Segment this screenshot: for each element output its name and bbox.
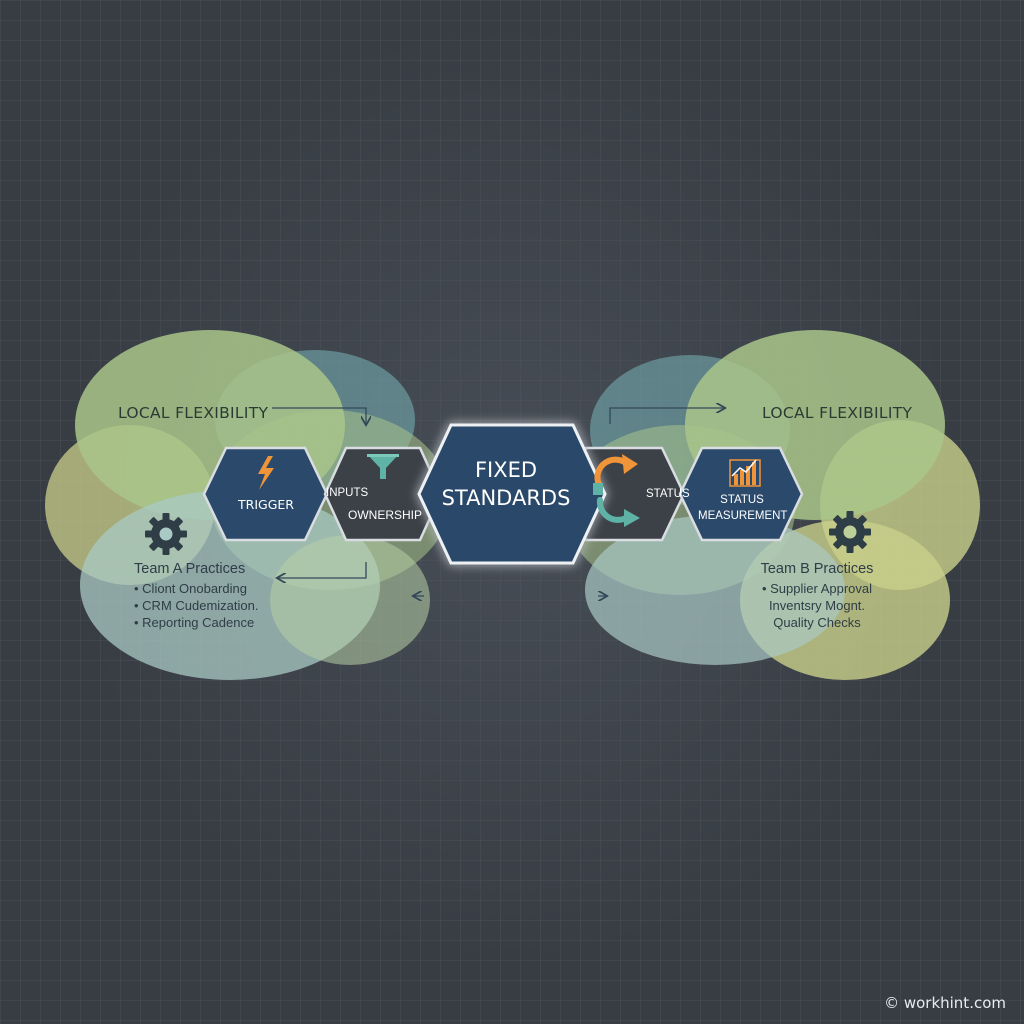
left-zone-title: LOCAL FLEXIBILITY: [118, 404, 269, 422]
funnel-icon: [367, 454, 399, 479]
center-label-line1: FIXED: [474, 458, 538, 482]
team-a-heading: Team A Practices: [134, 561, 246, 577]
gear-icon: [145, 513, 187, 555]
arrow-left-bottom: [278, 562, 367, 578]
team-a-practices: Team A Practices Cliont Onobarding CRM C…: [134, 561, 259, 631]
list-item: Reporting Cadence: [134, 614, 259, 631]
team-b-heading: Team B Practices: [760, 561, 874, 577]
list-item: CRM Cudemization.: [134, 597, 258, 614]
team-b-list: • Supplier Approval Inventsry Mognt. Qua…: [752, 580, 882, 631]
connector-arrows: [272, 408, 724, 596]
list-item: • Supplier Approval: [761, 581, 873, 596]
hex-fixed-standards: [417, 423, 607, 565]
inputs-label: INPUTS: [326, 487, 369, 499]
cycle-arrows-icon: [593, 454, 640, 527]
lightning-bolt-icon: [258, 456, 274, 490]
gear-icon: [829, 511, 871, 553]
ownership-label: OWNERSHIP: [348, 508, 423, 522]
arrow-left-top: [272, 407, 366, 424]
right-zone-title: LOCAL FLEXIBILITY: [762, 404, 913, 422]
list-item: Cliont Onobarding: [134, 580, 259, 597]
trigger-label: TRIGGER: [238, 497, 294, 512]
status-label: STATUS: [646, 488, 690, 500]
list-item: Quality Checks: [773, 615, 861, 630]
team-b-practices: Team B Practices • Supplier Approval Inv…: [752, 561, 882, 631]
bar-chart-trend-icon: [729, 459, 761, 487]
status-measurement-label-1: STATUS: [720, 494, 764, 506]
list-item: Inventsry Mognt.: [768, 598, 866, 613]
status-measurement-label-2: MEASUREMENT: [698, 510, 788, 522]
watermark-credit: © workhint.com: [884, 994, 1006, 1012]
arrow-right-top: [609, 408, 724, 424]
hex-status-measurement: [678, 446, 804, 542]
center-label-line2: STANDARDS: [441, 486, 571, 510]
right-cloud-pale-blue: [585, 515, 845, 665]
left-cloud-pale-green: [270, 535, 430, 665]
team-a-list: Cliont Onobarding CRM Cudemization. Repo…: [134, 580, 259, 631]
